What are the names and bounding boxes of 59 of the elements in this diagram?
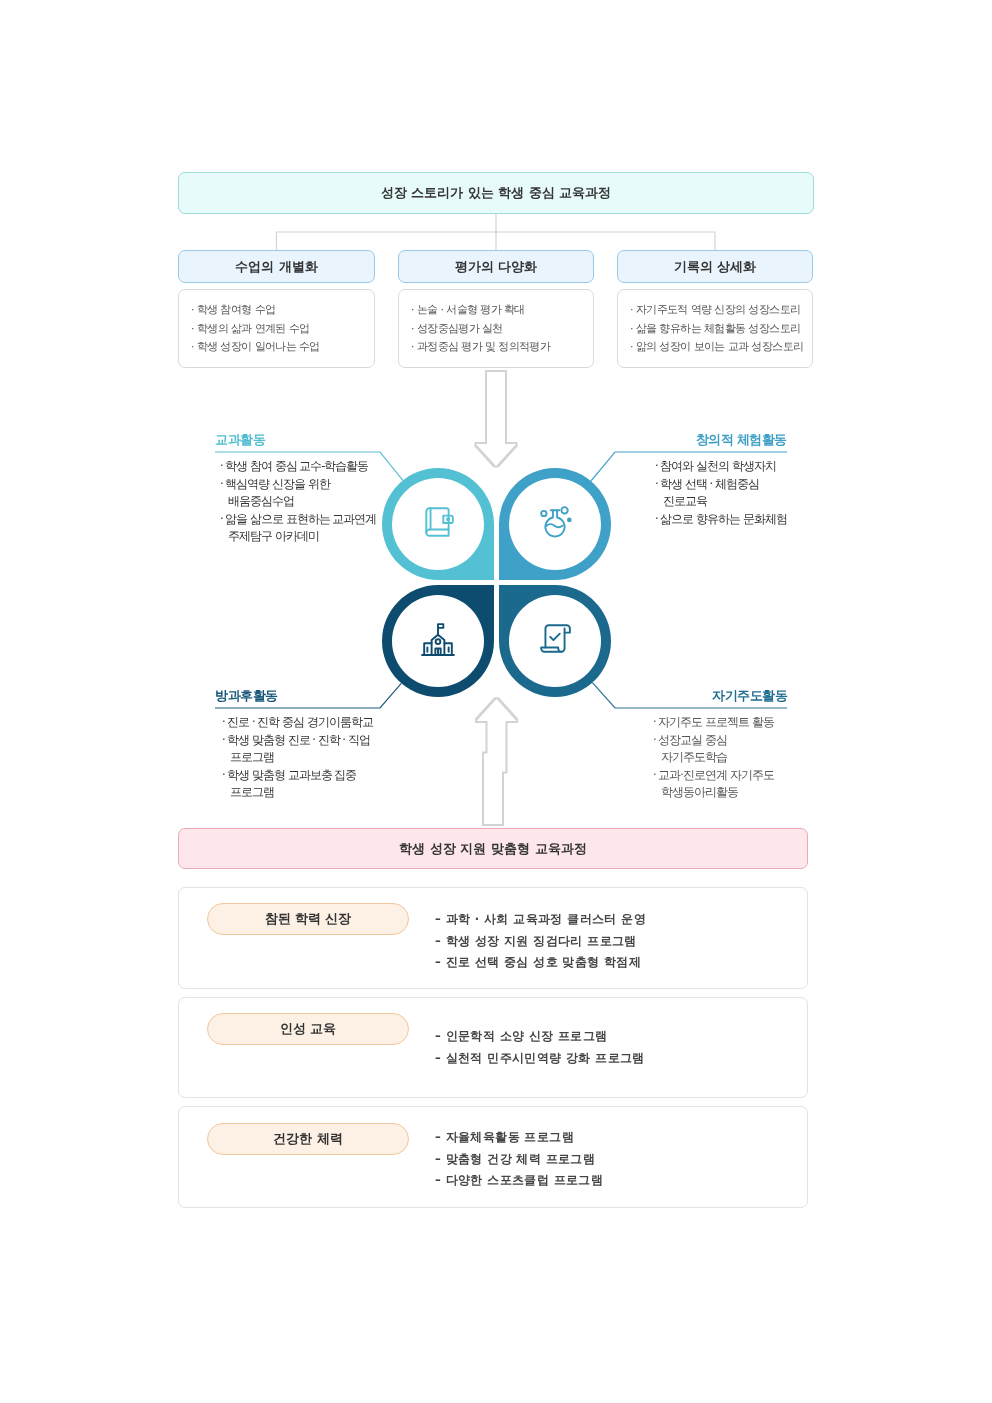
list-item: · 삶을 향유하는 체험활동 성장스토리 bbox=[630, 320, 802, 337]
category-tag: 인성 교육 bbox=[207, 1013, 409, 1045]
list-item: – 과학 · 사회 교육과정 클러스터 운영 bbox=[435, 911, 646, 928]
list-item: · 참여와 실천의 학생자치 bbox=[655, 458, 777, 475]
list-panel bbox=[178, 887, 808, 989]
list-panel bbox=[398, 289, 594, 368]
list-item: · 성장중심평가 실천 bbox=[411, 320, 504, 337]
list-item: · 삶으로 향유하는 문화체험 bbox=[655, 510, 787, 528]
petal-shape bbox=[499, 585, 611, 697]
list-item: – 실천적 민주시민역량 강화 프로그램 bbox=[435, 1049, 645, 1067]
list-item: – 인문학적 소양 신장 프로그램 bbox=[435, 1028, 609, 1045]
heading-box: 수업의 개별화 bbox=[178, 250, 375, 283]
list-item: · 자기주도 프로젝트 활동 bbox=[653, 714, 775, 731]
list-item: · 자기주도적 역량 신장의 성장스토리 bbox=[630, 302, 802, 318]
section-heading: 교과활동 bbox=[215, 432, 267, 448]
leader-line bbox=[591, 682, 788, 709]
petal-shape bbox=[382, 585, 494, 697]
list-item: · 학생 맞춤형 진로 · 진학 · 직업 프로그램 bbox=[222, 731, 371, 766]
leader-line bbox=[214, 451, 404, 481]
list-item: · 성장교실 중심 자기주도학습 bbox=[653, 731, 728, 766]
heading-box: 평가의 다양화 bbox=[398, 250, 594, 283]
list-item: · 앎의 성장이 보이는 교과 성장스토리 bbox=[630, 339, 805, 355]
list-item: – 학생 성장 지원 징검다리 프로그램 bbox=[435, 932, 638, 950]
section-heading: 창의적 체험활동 bbox=[694, 432, 787, 448]
list-item: · 과정중심 평가 및 정의적평가 bbox=[411, 339, 552, 355]
section-heading: 자기주도활동 bbox=[711, 688, 787, 704]
petal-shape bbox=[499, 468, 611, 580]
list-item: · 학생 참여 중심 교수-학습활동 bbox=[220, 458, 370, 475]
list-item: · 학생 선택 · 체험중심 진로교육 bbox=[655, 475, 760, 510]
list-panel bbox=[617, 289, 813, 368]
connector-line bbox=[495, 231, 716, 251]
list-item: · 학생 맞춤형 교과보충 집중 프로그램 bbox=[222, 766, 358, 801]
heading-box: 기록의 상세화 bbox=[617, 250, 813, 283]
petal-shape bbox=[382, 468, 494, 580]
list-item: – 자율체육활동 프로그램 bbox=[435, 1129, 575, 1146]
connector-line bbox=[275, 231, 497, 251]
list-item: – 다양한 스포츠클럽 프로그램 bbox=[435, 1172, 604, 1189]
block-arrow bbox=[476, 699, 517, 824]
section-heading: 방과후활동 bbox=[215, 688, 279, 704]
list-panel bbox=[178, 1106, 808, 1208]
list-item: – 진로 선택 중심 성호 맞춤형 학점제 bbox=[435, 954, 643, 971]
list-panel bbox=[178, 997, 808, 1098]
list-panel bbox=[178, 289, 375, 368]
list-item: · 학생 참여형 수업 bbox=[191, 302, 277, 318]
list-item: – 맞춤형 건강 체력 프로그램 bbox=[435, 1150, 597, 1168]
leader-line bbox=[590, 451, 788, 482]
list-item: · 진로 · 진학 중심 경기이룸학교 bbox=[222, 714, 374, 731]
list-item: · 학생의 삶과 연계된 수업 bbox=[191, 320, 311, 337]
curriculum-box: 성장 스토리가 있는 학생 중심 교육과정 bbox=[178, 172, 814, 214]
category-tag: 참된 학력 신장 bbox=[207, 903, 409, 935]
block-arrow bbox=[476, 372, 516, 466]
list-item: · 앎을 삶으로 표현하는 교과연계 주제탐구 아카데미 bbox=[220, 510, 378, 545]
list-item: · 학생 성장이 일어나는 수업 bbox=[191, 339, 321, 355]
leader-line bbox=[214, 682, 402, 709]
list-item: · 핵심역량 신장을 위한 배움중심수업 bbox=[220, 475, 332, 510]
list-item: · 논술 · 서술형 평가 확대 bbox=[411, 302, 526, 318]
list-item: · 교과·진로연계 자기주도 학생동아리활동 bbox=[653, 766, 775, 801]
curriculum-box: 학생 성장 지원 맞춤형 교육과정 bbox=[178, 828, 808, 869]
category-tag: 건강한 체력 bbox=[207, 1123, 409, 1155]
